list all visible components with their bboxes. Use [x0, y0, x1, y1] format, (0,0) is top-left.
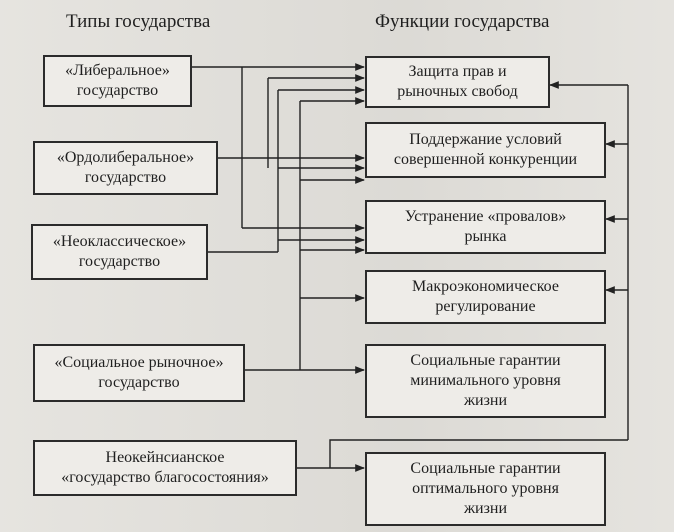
- state-type-ordoliberal-line2: государство: [84, 169, 167, 186]
- function-minimal-guarantees-line3: жизни: [463, 392, 508, 409]
- state-type-ordoliberal-line1: «Ордолиберальное»: [56, 149, 195, 166]
- function-competition-line1: Поддержание условий: [409, 131, 562, 148]
- function-market-failures-line2: рынка: [464, 228, 507, 245]
- state-type-social-market-line1: «Социальное рыночное»: [54, 354, 224, 371]
- function-market-failures-line1: Устранение «провалов»: [404, 208, 567, 225]
- state-types-heading: Типы государства: [66, 11, 211, 32]
- function-protection-line2: рыночных свобод: [397, 83, 518, 100]
- state-type-liberal: «Либеральное» государство: [43, 55, 192, 107]
- function-optimal-guarantees-line1: Социальные гарантии: [410, 460, 561, 477]
- state-type-liberal-line1: «Либеральное»: [65, 62, 170, 79]
- function-optimal-guarantees-line3: жизни: [463, 500, 508, 517]
- state-type-neoclassical-line2: государство: [78, 253, 161, 270]
- state-type-neoclassical-line1: «Неоклассическое»: [52, 233, 187, 250]
- function-minimal-guarantees-line1: Социальные гарантии: [410, 352, 561, 369]
- state-type-liberal-line2: государство: [76, 82, 159, 99]
- state-type-welfare: Неокейнсианское «государство благосостоя…: [33, 440, 297, 496]
- function-optimal-guarantees-line2: оптимального уровня: [412, 480, 559, 497]
- connector-welfare-up: [329, 439, 628, 468]
- state-functions-heading: Функции государства: [375, 11, 550, 32]
- state-type-social-market: «Социальное рыночное» государство: [33, 344, 245, 402]
- function-protection: Защита прав и рыночных свобод: [365, 56, 550, 108]
- function-minimal-guarantees: Социальные гарантии минимального уровня …: [365, 344, 606, 418]
- state-type-neoclassical: «Неоклассическое» государство: [31, 224, 208, 280]
- function-competition-line2: совершенной конкуренции: [393, 151, 578, 168]
- state-type-social-market-line2: государство: [98, 374, 180, 391]
- function-macro-regulation-line1: Макроэкономическое: [412, 278, 559, 295]
- function-protection-line1: Защита прав и: [408, 63, 507, 80]
- function-competition: Поддержание условий совершенной конкурен…: [365, 122, 606, 178]
- function-optimal-guarantees: Социальные гарантии оптимального уровня …: [365, 452, 606, 526]
- function-minimal-guarantees-line2: минимального уровня: [410, 372, 561, 389]
- function-macro-regulation: Макроэкономическое регулирование: [365, 270, 606, 324]
- function-market-failures: Устранение «провалов» рынка: [365, 200, 606, 254]
- function-macro-regulation-line2: регулирование: [435, 298, 536, 315]
- state-type-ordoliberal: «Ордолиберальное» государство: [33, 141, 218, 195]
- state-type-welfare-line2: «государство благосостояния»: [61, 469, 269, 486]
- state-type-welfare-line1: Неокейнсианское: [105, 449, 225, 466]
